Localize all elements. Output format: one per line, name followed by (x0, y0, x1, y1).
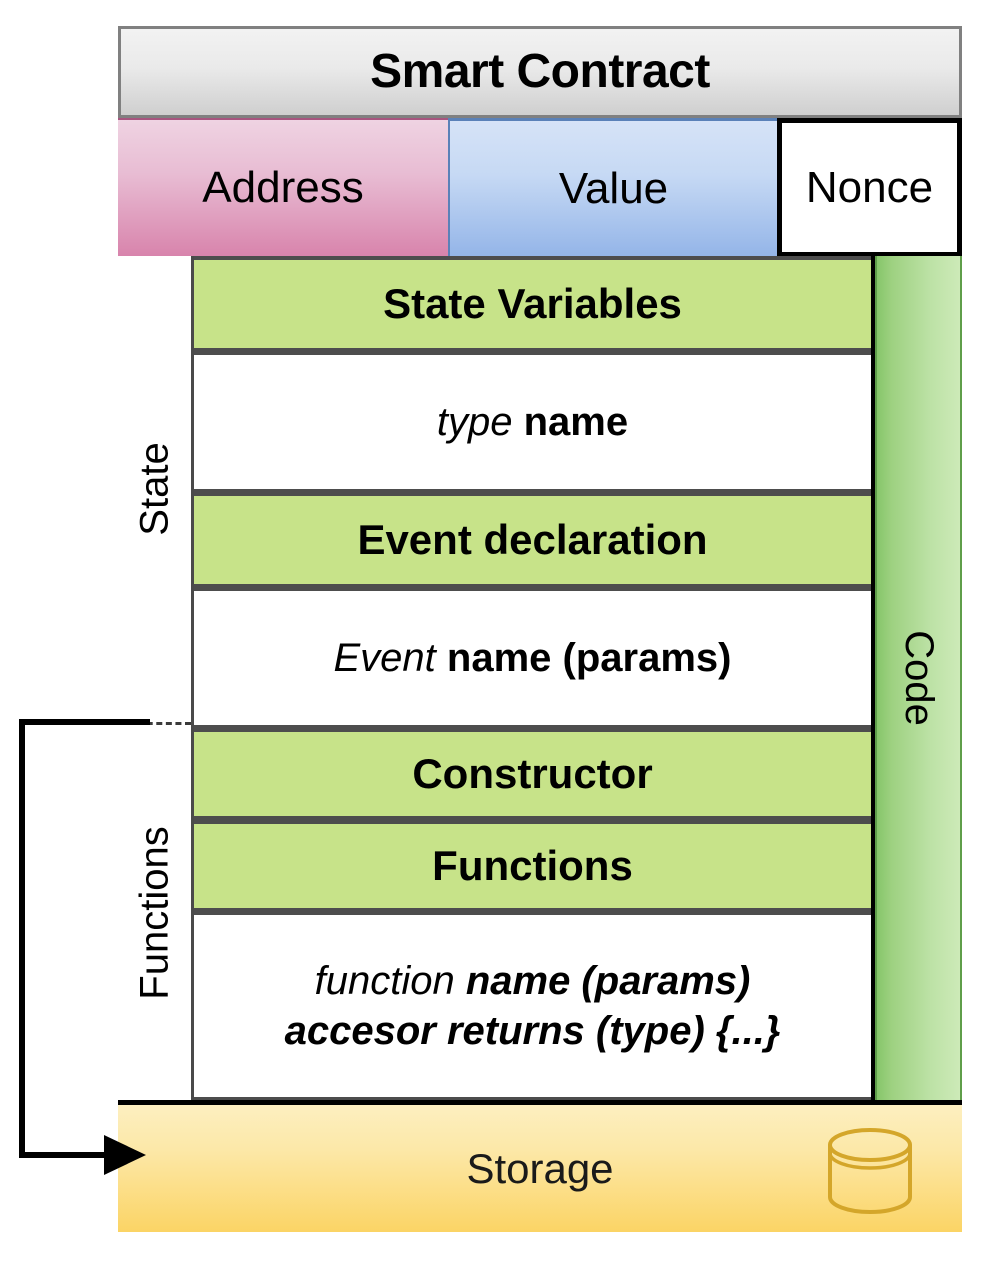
row-label-constructor: Constructor (412, 750, 653, 797)
storage-label: Storage (466, 1144, 614, 1192)
token-event-name-params: name (params) (446, 636, 732, 680)
row-label-functions: Functions (432, 842, 633, 889)
token-event: Event (333, 636, 436, 680)
smart-contract-header: Smart Contract (118, 26, 962, 118)
group-label-functions: Functions (118, 722, 191, 1100)
token-function: function (314, 959, 455, 1003)
row-text-function-signature: function name (params) accesor returns (t… (285, 956, 781, 1056)
row-event-declaration: Event declaration (194, 492, 871, 588)
row-label-state-variables: State Variables (383, 280, 682, 327)
row-state-variables: State Variables (194, 256, 871, 352)
row-label-event-declaration: Event declaration (357, 516, 708, 563)
group-label-state-text: State (132, 442, 177, 536)
storage-bar: Storage (118, 1100, 962, 1232)
attribute-cell-address: Address (118, 118, 448, 256)
token-name: name (523, 400, 629, 444)
attribute-cell-value: Value (448, 118, 777, 256)
attribute-cell-nonce: Nonce (777, 118, 962, 256)
contract-rows: State Variables type name Event declarat… (194, 256, 871, 1100)
group-label-state: State (118, 256, 191, 722)
smart-contract-title: Smart Contract (370, 45, 710, 98)
attribute-label-address: Address (202, 163, 364, 212)
database-cylinder-icon (828, 1128, 912, 1214)
row-type-name: type name (194, 352, 871, 492)
group-label-code-text: Code (896, 630, 941, 726)
row-constructor: Constructor (194, 728, 871, 820)
token-type: type (436, 400, 513, 444)
row-functions: Functions (194, 820, 871, 912)
contract-body: State Functions State Variables type nam… (118, 256, 962, 1100)
row-text-event-name: Event name (params) (334, 633, 732, 683)
row-function-signature: function name (params) accesor returns (t… (194, 912, 871, 1100)
group-label-divider (191, 256, 194, 1100)
row-text-type-name: type name (437, 397, 628, 447)
functions-to-storage-arrow (19, 719, 150, 1175)
attribute-label-value: Value (558, 163, 669, 213)
row-event-name: Event name (params) (194, 588, 871, 728)
group-label-code: Code (875, 256, 962, 1100)
token-accesor-returns: accesor returns (type) {...} (284, 1009, 781, 1053)
token-function-name-params: name (params) (465, 959, 751, 1003)
attribute-label-nonce: Nonce (805, 162, 934, 212)
contract-attributes-row: Address Value Nonce (118, 118, 962, 256)
